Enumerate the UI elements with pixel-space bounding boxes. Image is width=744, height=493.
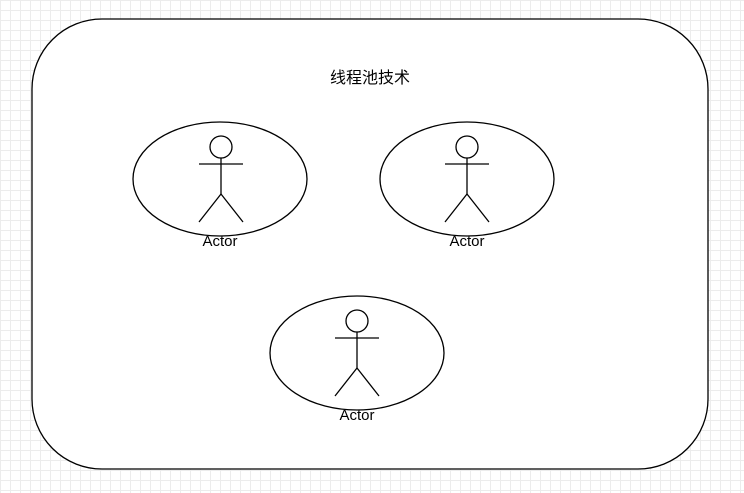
stick-figure-icon	[198, 135, 244, 223]
diagram-title: 线程池技术	[329, 68, 411, 87]
actor-label-3: Actor	[339, 407, 375, 424]
actor-label-1: Actor	[202, 233, 238, 250]
stick-figure-icon	[444, 135, 490, 223]
actor-node-2[interactable]	[379, 121, 555, 237]
stick-figure-icon	[334, 309, 380, 397]
actor-label-2: Actor	[449, 233, 485, 250]
actor-node-1[interactable]	[132, 121, 308, 237]
actor-node-3[interactable]	[269, 295, 445, 411]
actor-ellipse-1	[132, 121, 308, 237]
